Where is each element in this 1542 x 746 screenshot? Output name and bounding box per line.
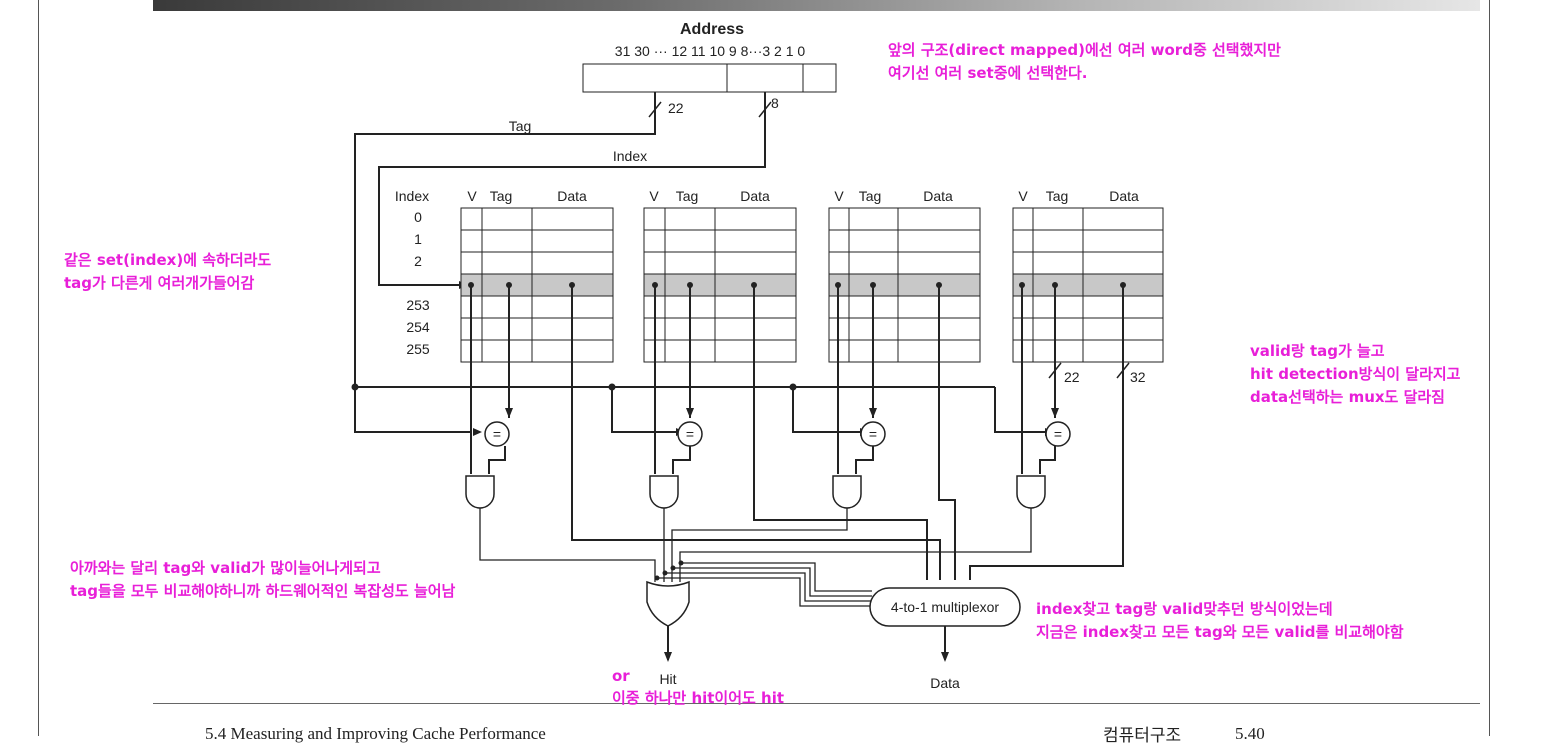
way-3-tag-header: Tag	[1046, 188, 1069, 204]
note-or-line-1: or	[612, 667, 630, 685]
way-1-valid-header: V	[649, 188, 659, 204]
cache-way-0: V Tag Data	[460, 188, 614, 363]
way-3-valid-header: V	[1018, 188, 1028, 204]
and-gate-3	[1016, 475, 1046, 509]
note-bottom-left-line-2: tag들을 모두 비교해야하니까 하드웨어적인 복잡성도 늘어남	[70, 582, 456, 600]
note-left: 같은 set(index)에 속하더라도 tag가 다른게 여러개가들어감	[64, 249, 271, 295]
row-label-0: 0	[414, 209, 422, 225]
row-label-255: 255	[406, 341, 430, 357]
comparator-1	[677, 421, 703, 447]
way-2-valid-header: V	[834, 188, 844, 204]
note-left-line-2: tag가 다른게 여러개가들어감	[64, 274, 255, 292]
mux-label: 4-to-1 multiplexor	[891, 599, 999, 615]
address-register	[582, 63, 837, 93]
note-right-line-3: data선택하는 mux도 달라짐	[1250, 388, 1445, 406]
note-right: valid랑 tag가 늘고 hit detection방식이 달라지고 dat…	[1250, 340, 1460, 409]
hit-detection-wires	[470, 285, 1124, 580]
comparator-2-symbol: =	[869, 426, 877, 442]
and-gate-1	[649, 475, 679, 509]
hit-output-label: Hit	[659, 671, 676, 687]
address-wires	[354, 92, 766, 433]
cache-way-3: V Tag Data	[1012, 188, 1164, 363]
index-wire-label: Index	[613, 148, 647, 164]
cache-way-1: V Tag Data	[643, 188, 797, 363]
way-2-tag-header: Tag	[859, 188, 882, 204]
note-top-line-1: 앞의 구조(direct mapped)에선 여러 word중 선택했지만	[888, 41, 1281, 59]
way-0-data-header: Data	[557, 188, 587, 204]
comparator-3	[1045, 421, 1071, 447]
note-left-line-1: 같은 set(index)에 속하더라도	[64, 251, 272, 269]
way-1-tag-header: Tag	[676, 188, 699, 204]
row-label-254: 254	[406, 319, 430, 335]
note-bottom-left-line-1: 아까와는 달리 tag와 valid가 많이늘어나게되고	[70, 559, 381, 577]
or-gate	[646, 580, 690, 627]
comparator-2	[860, 421, 886, 447]
address-title: Address	[680, 21, 744, 38]
comparator-0-symbol: =	[493, 426, 501, 442]
note-right-line-2: hit detection방식이 달라지고	[1250, 365, 1461, 383]
slide-right-border	[1489, 0, 1490, 736]
note-or-line-2: 이중 하나만 hit이어도 hit	[612, 689, 785, 707]
index-column-header: Index	[395, 188, 429, 204]
note-bottom-right-line-1: index찾고 tag랑 valid맞추던 방식이었는데	[1036, 600, 1333, 618]
way-3-data-header: Data	[1109, 188, 1139, 204]
tag-bus-width: 22	[1064, 369, 1080, 385]
way-1-data-header: Data	[740, 188, 770, 204]
data-bus-width: 32	[1130, 369, 1146, 385]
comparator-3-symbol: =	[1054, 426, 1062, 442]
row-label-253: 253	[406, 297, 430, 313]
comparators: = = = =	[484, 421, 1071, 447]
and-gate-0	[465, 475, 495, 509]
comparator-1-symbol: =	[686, 426, 694, 442]
and-gates	[465, 475, 1046, 509]
way-2-data-header: Data	[923, 188, 953, 204]
note-top: 앞의 구조(direct mapped)에선 여러 word중 선택했지만 여기…	[888, 39, 1281, 85]
note-bottom-right-line-2: 지금은 index찾고 모든 tag와 모든 valid를 비교해야함	[1036, 623, 1404, 641]
comparator-0	[484, 421, 510, 447]
data-output-label: Data	[930, 675, 960, 691]
gate-output-wires	[479, 508, 1032, 607]
note-top-line-2: 여기선 여러 set중에 선택한다.	[888, 64, 1088, 82]
and-gate-2	[832, 475, 862, 509]
footer-course-title: 컴퓨터구조	[1103, 726, 1182, 746]
note-right-line-1: valid랑 tag가 늘고	[1250, 342, 1385, 360]
address-bit-numbers: 31 30 ··· 12 11 10 9 8···3 2 1 0	[615, 43, 806, 59]
index-width-label: 8	[771, 95, 779, 111]
tag-wire-label: Tag	[509, 118, 532, 134]
footer-section-title: 5.4 Measuring and Improving Cache Perfor…	[205, 724, 546, 743]
slide-footer-divider	[153, 703, 1480, 704]
tag-bus	[355, 386, 1045, 433]
note-bottom-left: 아까와는 달리 tag와 valid가 많이늘어나게되고 tag들을 모두 비교…	[70, 557, 455, 603]
tag-width-label: 22	[668, 100, 684, 116]
way-0-valid-header: V	[467, 188, 477, 204]
footer-page-number: 5.40	[1235, 724, 1265, 743]
note-bottom-right: index찾고 tag랑 valid맞추던 방식이었는데 지금은 index찾고…	[1036, 598, 1404, 644]
way-0-tag-header: Tag	[490, 188, 513, 204]
row-label-1: 1	[414, 231, 422, 247]
cache-way-2: V Tag Data	[828, 188, 981, 363]
slide-left-border	[38, 0, 39, 736]
note-or: or 이중 하나만 hit이어도 hit	[612, 665, 784, 709]
slide-top-bar	[153, 0, 1480, 11]
row-label-2: 2	[414, 253, 422, 269]
